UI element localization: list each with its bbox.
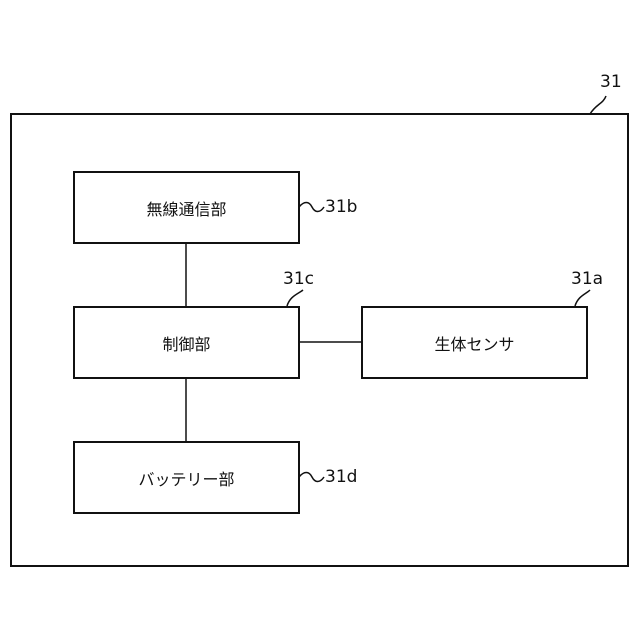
biosensor-block: 生体センサ [361,306,588,379]
device-ref-label: 31 [600,74,622,91]
wireless-communication-label: 無線通信部 [146,196,226,220]
wireless-ref-leader [299,203,324,212]
battery-block: バッテリー部 [73,441,300,514]
control-label: 制御部 [162,331,210,355]
battery-label: バッテリー部 [138,466,234,490]
wireless-communication-ref: 31b [325,199,357,216]
biosensor-label: 生体センサ [434,331,514,355]
control-block: 制御部 [73,306,300,379]
sensor-ref-leader [575,290,590,306]
device-ref-leader [590,96,606,114]
biosensor-ref: 31a [571,271,603,288]
control-ref: 31c [283,271,314,288]
control-ref-leader [287,290,303,306]
wireless-communication-block: 無線通信部 [73,171,300,244]
battery-ref: 31d [325,469,357,486]
battery-ref-leader [299,473,324,482]
